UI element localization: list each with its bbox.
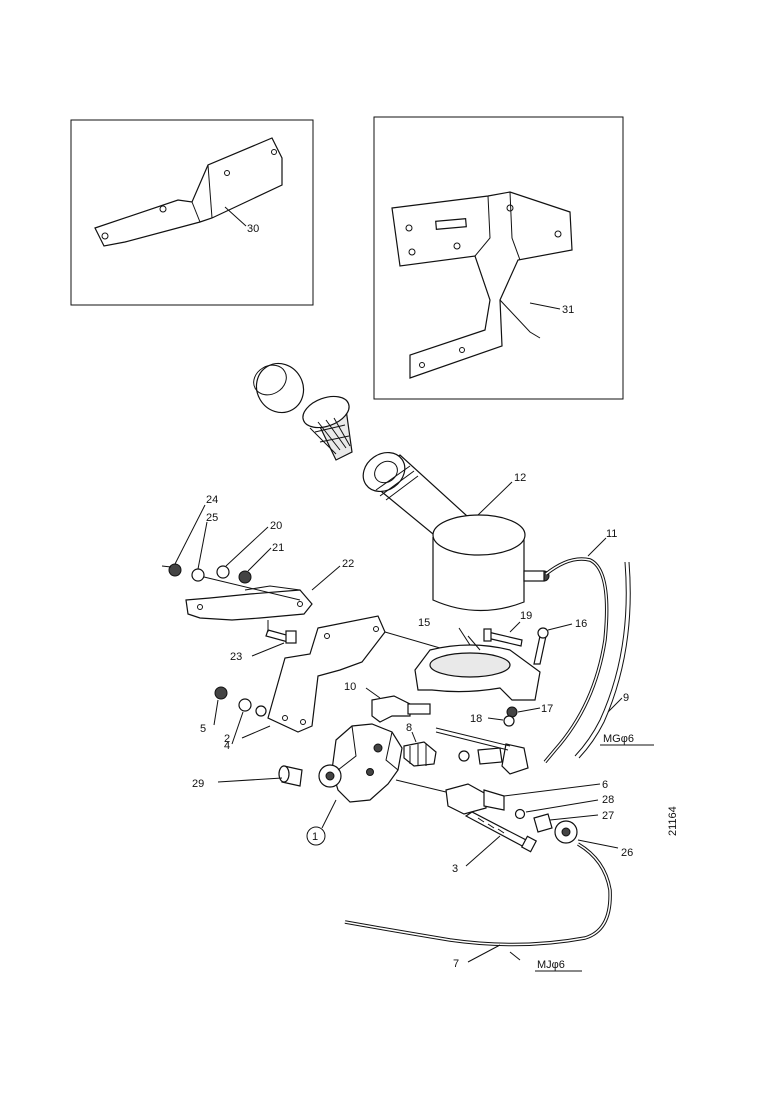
nut-24-washer-25: 24 25: [161, 494, 301, 601]
callout-15: 15: [418, 617, 430, 629]
callout-30: 30: [247, 223, 259, 235]
bracket-2: 2: [224, 615, 441, 745]
callout-17: 17: [541, 703, 553, 715]
bolt-19: 19: [483, 610, 532, 647]
callout-9: 9: [623, 692, 629, 704]
callout-18: 18: [470, 713, 482, 725]
callout-19: 19: [520, 610, 532, 622]
figure-number: 21164: [667, 806, 679, 836]
callout-11: 11: [606, 528, 617, 540]
callout-25: 25: [206, 512, 218, 524]
callout-10: 10: [344, 681, 356, 693]
union-8-upper: 8: [403, 722, 529, 775]
callout-24: 24: [206, 494, 218, 506]
reservoir-body: [432, 514, 550, 612]
callout-8: 8: [406, 722, 412, 734]
callout-1: 1: [312, 831, 318, 843]
callout-27: 27: [602, 810, 614, 822]
bolt-23: 23: [230, 620, 297, 663]
inset-bracket-30: 30: [70, 119, 314, 306]
union-6-lower: 6: [395, 779, 608, 815]
hose-7: 7 MJφ6: [344, 842, 612, 972]
callout-21: 21: [272, 542, 284, 554]
inset-frame-31: [373, 116, 624, 400]
hose-11: 11: [543, 528, 617, 764]
callout-12: 12: [514, 472, 526, 484]
ring-28-ferrule-27-nut-26: 28 27 26: [514, 794, 633, 859]
callout-31: 31: [562, 304, 574, 316]
hose-spec-upper: MGφ6: [603, 733, 634, 745]
pipe-9: 9 MGφ6: [574, 561, 654, 759]
nut-5-washer-4: 5 4: [200, 686, 267, 752]
callout-22: 22: [342, 558, 354, 570]
callout-3: 3: [452, 863, 458, 875]
clamp-15: 15: [414, 617, 541, 701]
callout-1-circle: [306, 826, 326, 846]
callout-26: 26: [621, 847, 633, 859]
hose-spec-lower: MJφ6: [537, 959, 565, 971]
callout-16: 16: [575, 618, 587, 630]
callout-6: 6: [602, 779, 608, 791]
plug-29: 29: [192, 765, 303, 790]
washer-20-nut-21: 20 21: [216, 520, 284, 584]
callout-29: 29: [192, 778, 204, 790]
callout-4: 4: [224, 740, 230, 752]
bracket-30-drawing: [94, 137, 283, 247]
nut-17-washer-18: 17 18: [470, 703, 553, 727]
callout-28: 28: [602, 794, 614, 806]
callout-2: 2: [224, 733, 230, 745]
inset-bracket-31: 31: [373, 116, 624, 400]
callout-23: 23: [230, 651, 242, 663]
bolt-3: 3: [452, 811, 538, 875]
reservoir-assembly: 12: [253, 362, 550, 612]
bolt-16: 16: [533, 618, 587, 665]
bracket-22: 22: [185, 558, 354, 621]
inset-frame-30: [70, 119, 314, 306]
valve-body-1: 1: [306, 723, 403, 846]
callout-5: 5: [200, 723, 206, 735]
callout-7: 7: [453, 958, 459, 970]
filter-strainer: [302, 395, 353, 461]
callout-20: 20: [270, 520, 282, 532]
bracket-31-drawing: [391, 191, 573, 379]
elbow-fitting-10: 10: [344, 681, 431, 723]
filler-cap: [253, 362, 305, 414]
